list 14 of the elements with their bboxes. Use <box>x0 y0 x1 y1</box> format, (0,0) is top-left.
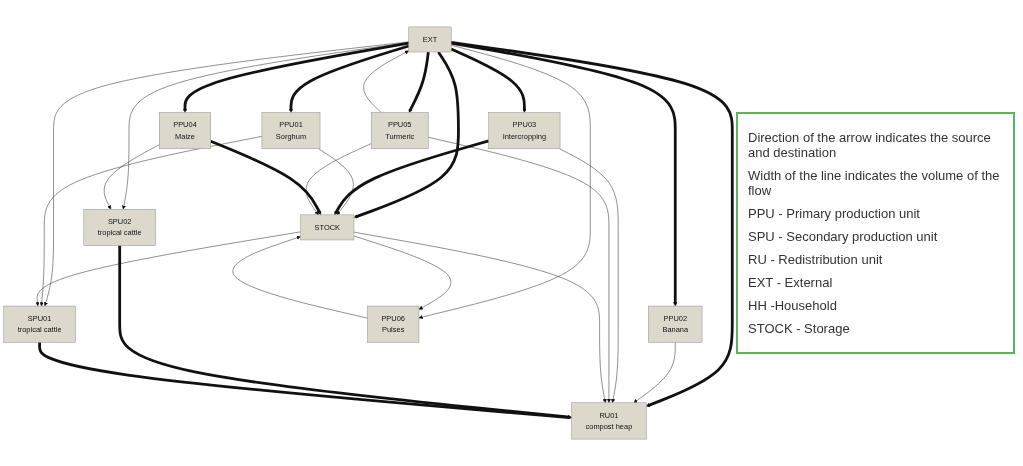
arrow <box>408 51 430 113</box>
arrow <box>450 41 678 307</box>
arrow <box>450 41 734 407</box>
legend-note: SPU - Secondary production unit <box>748 229 939 244</box>
legend-note: STOCK - Storage <box>748 321 851 336</box>
legend-note: Width of the line indicates the volume of the flow <box>748 168 1001 198</box>
arrow <box>450 47 527 113</box>
legend-note: EXT - External <box>748 275 834 290</box>
legend-note: RU - Redistribution unit <box>748 252 884 267</box>
arrow <box>334 139 490 216</box>
legend-note: HH -Household <box>748 298 838 313</box>
legend-note: PPU - Primary production unit <box>748 206 921 221</box>
legend-note: Direction of the arrow indicates the source and destination <box>748 130 992 160</box>
arrow <box>210 139 322 216</box>
